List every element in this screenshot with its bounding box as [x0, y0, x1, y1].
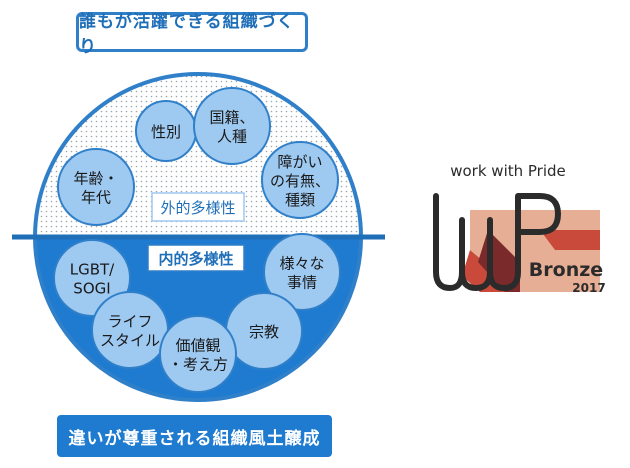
inner-label-box: [147, 244, 245, 272]
outer-diversity-label: 外的多様性: [160, 199, 235, 217]
outer-bubble: [57, 148, 135, 226]
outer-bubble-text: 国籍、: [209, 109, 254, 127]
outer-label-box: [151, 192, 245, 222]
inner-bubble: [159, 315, 237, 393]
inner-bubble-text: 様々な: [279, 255, 324, 273]
inner-bubble-text: 事情: [287, 274, 317, 292]
inner-bubble-text: スタイル: [100, 332, 160, 350]
logo-rank: Bronze: [529, 259, 603, 281]
outer-bubble-text: 年齢・: [73, 170, 118, 188]
inner-bubble-text: ・考え方: [168, 356, 228, 374]
logo-stripe-red-2: [540, 230, 600, 250]
inner-bubble-text: SOGI: [73, 280, 110, 298]
outer-bubble: [261, 141, 339, 219]
outer-bubble-text: 年代: [81, 189, 111, 207]
outer-bubble-text: 人種: [217, 128, 247, 146]
logo-tagline: work with Pride: [450, 162, 566, 180]
outer-bubble: [193, 87, 271, 165]
inner-bubble-text: 宗教: [249, 323, 279, 341]
outer-bubble-text: の有無、: [270, 172, 330, 190]
inner-bubble-text: 価値観: [175, 337, 220, 355]
outer-bubble-text: 種類: [285, 191, 315, 209]
top-banner: 誰もが活躍できる組織づくり: [76, 12, 308, 57]
outer-bubble-text: 性別: [151, 123, 181, 141]
bottom-banner: 違いが尊重される組織風土醸成: [57, 415, 332, 457]
outer-bubble-text: 障がい: [277, 153, 322, 171]
logo-year: 2017: [572, 281, 605, 295]
logo-w-mark: [433, 193, 521, 291]
inner-bubble: [263, 233, 341, 311]
inner-bubble-text: LGBT/: [70, 261, 115, 279]
logo-p-mark: [515, 193, 561, 262]
inner-diversity-label: 内的多様性: [158, 250, 233, 268]
inner-bubble-text: ライフ: [107, 313, 152, 331]
work-with-pride-logo: work with Pride Bronze 2017: [433, 162, 606, 295]
